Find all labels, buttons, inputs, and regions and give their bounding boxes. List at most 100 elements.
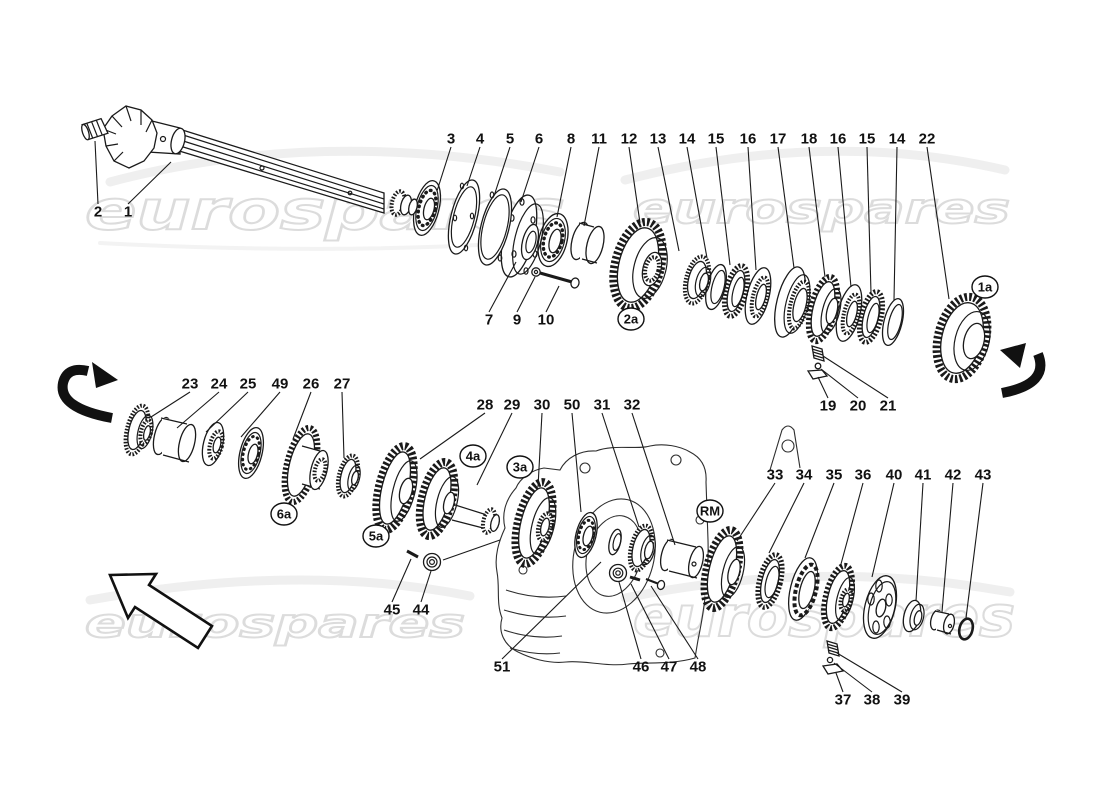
part-gear-26 [281, 424, 329, 506]
leader-line [915, 482, 924, 602]
part-number-label: 31 [594, 397, 611, 414]
leader-line [556, 146, 572, 218]
part-disc-4 [447, 179, 481, 255]
part-number-label: 19 [820, 398, 837, 415]
leader-line [871, 482, 895, 578]
leader-line [777, 146, 795, 269]
part-number-label: 29 [504, 397, 521, 414]
leader-line [436, 146, 452, 192]
part-number-label: 9 [513, 312, 521, 329]
leader-line [618, 581, 642, 660]
part-gear-36 [821, 562, 856, 632]
part-number-label: 11 [591, 131, 607, 148]
leader-line [601, 412, 640, 528]
leader-line [292, 391, 312, 440]
leader-line [833, 662, 873, 693]
part-washer-46-pin-47-bolt-48 [608, 563, 666, 591]
leader-line [866, 146, 872, 294]
part-washer-9 [531, 267, 541, 277]
part-gear-33 [700, 526, 746, 612]
part-number-label: 6 [535, 131, 543, 148]
leader-line [391, 558, 412, 603]
leader-line [631, 412, 676, 546]
part-number-label: 34 [796, 467, 813, 484]
assembly-badge-label: 2a [624, 312, 639, 327]
part-number-label: 33 [767, 467, 784, 484]
leader-lines [94, 140, 984, 693]
leader-line [466, 146, 481, 187]
assembly-badge-circle [362, 524, 390, 548]
leader-line [150, 391, 191, 418]
part-number-label: 18 [801, 131, 818, 148]
leader-line [240, 391, 281, 438]
leader-line [893, 146, 898, 301]
part-gear-12 [609, 217, 668, 313]
leader-line [657, 146, 680, 252]
leader-line [583, 146, 600, 227]
part-shaft-end-32 [659, 538, 705, 579]
part-gear-28 [372, 442, 418, 534]
part-number-label: 28 [477, 397, 494, 414]
leader-line [520, 146, 540, 203]
part-splined-collar-25 [201, 421, 225, 467]
part-sleeve-17 [774, 266, 812, 338]
leader-line [545, 285, 560, 313]
leader-line [341, 391, 345, 459]
leader-line [941, 482, 954, 613]
assembly-badge-circle [459, 444, 487, 468]
part-collar-41 [902, 599, 925, 633]
part-number-label: 7 [485, 312, 493, 329]
part-hub-18 [805, 273, 842, 345]
part-flange-6 [500, 194, 544, 278]
assembly-badge-circle [617, 307, 645, 331]
part-synchro-15b [856, 289, 886, 345]
part-needle-bearing-23 [123, 403, 154, 457]
part-number-label: 21 [880, 398, 897, 415]
leader-line [822, 355, 889, 399]
leader-line [176, 391, 220, 429]
part-number-label: 23 [182, 376, 199, 393]
part-number-label: 16 [740, 131, 757, 148]
part-splined-ring-27 [335, 453, 361, 499]
part-bearing-50 [574, 511, 598, 559]
part-number-label: 27 [334, 376, 351, 393]
leader-line [630, 583, 670, 660]
part-number-label: 1 [124, 204, 132, 221]
part-number-label: 25 [240, 376, 257, 393]
leader-line [837, 146, 852, 288]
part-pinion-shaft-1 [102, 105, 418, 217]
part-gear-30 [511, 478, 557, 568]
part-holed-disc-40 [862, 575, 898, 639]
assembly-badge-label: 4a [466, 449, 481, 464]
part-number-label: 2 [94, 204, 102, 221]
part-bolt-10 [539, 271, 580, 289]
part-plug-2 [81, 117, 109, 141]
part-ring-14b [881, 297, 905, 347]
part-washer-collar [608, 528, 622, 556]
part-pin-42 [929, 609, 956, 635]
part-pin-45-nut-44 [406, 539, 501, 572]
assembly-badge-label: 1a [978, 280, 993, 295]
part-ring-16b [835, 284, 863, 342]
part-number-label: 49 [272, 376, 289, 393]
part-oring-43 [957, 617, 975, 641]
part-number-label: 47 [661, 659, 678, 676]
part-number-label: 37 [835, 692, 852, 709]
watermark-top-right: eurospares [633, 184, 1010, 233]
part-number-label: 38 [864, 692, 881, 709]
leader-line [817, 376, 829, 399]
part-gear-29 [415, 457, 460, 541]
assembly-badge-circle [270, 502, 298, 526]
assembly-badge-circle [971, 275, 999, 299]
part-number-label: 51 [494, 659, 511, 676]
leader-line [926, 146, 950, 300]
part-number-label: 43 [975, 467, 992, 484]
part-ring-35 [787, 557, 820, 621]
part-bush-24 [152, 416, 197, 463]
leader-line [820, 368, 859, 399]
part-synchro-34 [755, 552, 785, 610]
part-number-label: 15 [859, 131, 876, 148]
